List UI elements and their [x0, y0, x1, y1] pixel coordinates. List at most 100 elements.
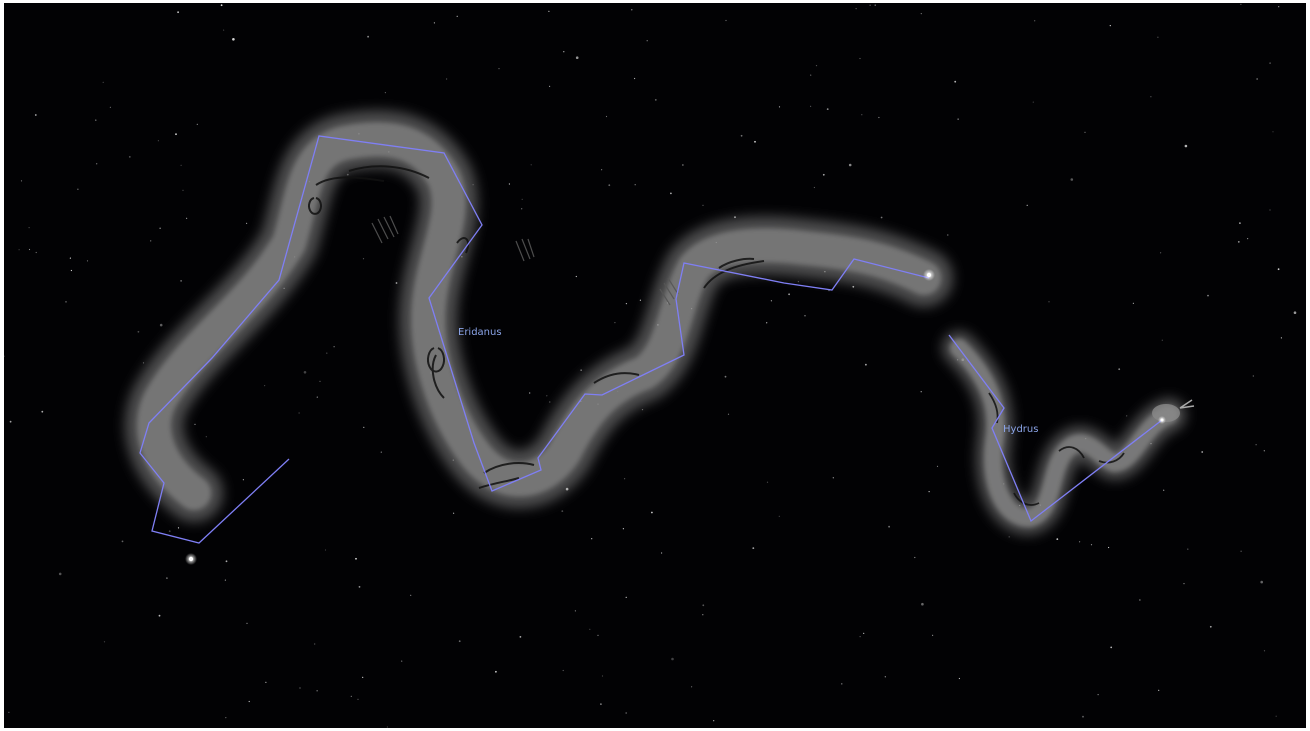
background-star — [878, 116, 880, 119]
background-star — [8, 711, 10, 714]
background-star — [874, 4, 876, 6]
sky-view[interactable]: Eridanus Hydrus — [4, 3, 1306, 728]
background-star — [624, 478, 626, 480]
background-star — [869, 4, 871, 6]
background-star — [168, 530, 171, 533]
background-star — [109, 106, 111, 108]
background-star — [362, 258, 365, 260]
background-star — [1132, 302, 1134, 304]
background-star — [740, 134, 743, 137]
background-star — [1157, 36, 1159, 38]
background-star — [1293, 311, 1297, 315]
background-star — [186, 217, 188, 219]
background-star — [754, 140, 756, 143]
background-star — [884, 676, 886, 678]
background-star — [58, 572, 62, 576]
background-star — [319, 380, 321, 382]
background-star — [601, 169, 603, 171]
background-star — [1034, 20, 1036, 22]
background-star — [1240, 550, 1242, 552]
background-star — [634, 184, 636, 186]
background-star — [608, 184, 611, 187]
background-star — [158, 614, 161, 617]
background-star — [9, 420, 12, 423]
background-star — [95, 119, 97, 121]
background-star — [589, 628, 591, 630]
background-star — [362, 676, 364, 679]
background-star — [1183, 583, 1185, 585]
background-star — [1108, 546, 1110, 549]
background-star — [1187, 548, 1189, 550]
background-star — [921, 602, 924, 606]
background-star — [826, 108, 829, 110]
background-star — [601, 675, 604, 677]
background-star — [248, 700, 250, 703]
background-star — [1263, 450, 1265, 452]
background-star — [458, 640, 461, 643]
star-field — [4, 3, 1297, 728]
background-star — [1139, 599, 1141, 601]
background-star — [641, 409, 644, 411]
sky-canvas[interactable] — [4, 3, 1306, 728]
background-star — [232, 38, 235, 41]
background-star — [220, 4, 223, 7]
background-star — [863, 632, 865, 635]
background-star — [1255, 444, 1257, 446]
background-star — [1090, 544, 1093, 546]
background-star — [166, 577, 168, 579]
background-star — [77, 188, 79, 190]
background-star — [852, 285, 855, 288]
background-star — [225, 717, 227, 719]
background-star — [1256, 78, 1258, 80]
background-star — [386, 726, 388, 728]
background-star — [65, 301, 67, 303]
background-star — [137, 330, 140, 333]
background-star — [1269, 62, 1271, 64]
background-star — [778, 515, 780, 517]
background-star — [159, 323, 163, 327]
background-star — [225, 560, 228, 563]
background-star — [597, 634, 599, 637]
background-star — [1260, 580, 1263, 584]
background-star — [41, 410, 44, 413]
background-star — [1110, 646, 1113, 649]
background-star — [326, 352, 328, 354]
background-star — [177, 11, 180, 14]
background-star — [788, 293, 790, 296]
background-star — [646, 40, 648, 42]
background-star — [561, 510, 564, 512]
background-star — [766, 322, 768, 324]
background-star — [813, 186, 816, 189]
background-star — [1277, 268, 1280, 271]
background-star — [914, 556, 916, 559]
background-star — [841, 683, 843, 685]
background-star — [859, 57, 861, 60]
background-star — [18, 249, 20, 251]
hydrus-artwork — [942, 331, 1195, 535]
background-star — [859, 636, 861, 638]
background-star — [832, 477, 834, 479]
background-star — [350, 695, 352, 698]
background-star — [1109, 25, 1111, 27]
background-star — [855, 8, 857, 10]
background-star — [1184, 144, 1188, 148]
background-star — [810, 74, 812, 76]
background-star — [69, 257, 71, 259]
background-star — [702, 204, 704, 206]
background-star — [631, 9, 633, 11]
background-star — [1032, 101, 1034, 103]
background-star — [1275, 715, 1277, 717]
background-star — [549, 85, 551, 87]
background-star — [654, 99, 657, 101]
background-star — [529, 392, 531, 394]
background-star — [1207, 294, 1209, 297]
background-star — [314, 643, 316, 645]
eridanus-line — [139, 135, 930, 544]
background-star — [34, 114, 37, 116]
background-star — [605, 115, 608, 118]
background-star — [810, 105, 812, 107]
background-star — [888, 525, 890, 528]
background-star — [242, 479, 244, 481]
background-star — [563, 51, 565, 53]
background-star — [20, 180, 23, 182]
